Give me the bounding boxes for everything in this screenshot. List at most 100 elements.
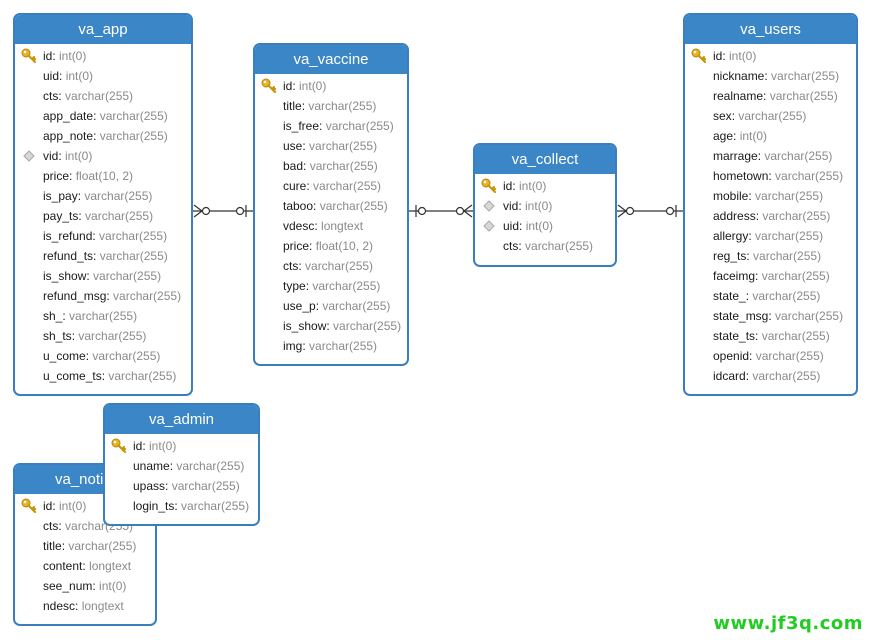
table-va-vaccine[interactable]: va_vaccine id: int(0)title: varchar(255)… xyxy=(253,43,409,366)
field-row[interactable]: uid: int(0) xyxy=(15,66,191,86)
field-row[interactable]: see_num: int(0) xyxy=(15,576,155,596)
field-separator: : xyxy=(748,229,756,243)
field-row[interactable]: cure: varchar(255) xyxy=(255,176,407,196)
field-name: login_ts xyxy=(133,499,175,513)
field-row[interactable]: faceimg: varchar(255) xyxy=(685,266,856,286)
field-row[interactable]: is_free: varchar(255) xyxy=(255,116,407,136)
field-separator: : xyxy=(768,169,776,183)
field-row[interactable]: sh_: varchar(255) xyxy=(15,306,191,326)
field-row[interactable]: address: varchar(255) xyxy=(685,206,856,226)
field-row[interactable]: state_msg: varchar(255) xyxy=(685,306,856,326)
field-row[interactable]: id: int(0) xyxy=(15,496,155,516)
field-row[interactable]: sex: varchar(255) xyxy=(685,106,856,126)
field-row[interactable]: refund_ts: varchar(255) xyxy=(15,246,191,266)
field-name: allergy xyxy=(713,229,749,243)
table-va-collect[interactable]: va_collect id: int(0)vid: int(0)uid: int… xyxy=(473,143,617,267)
field-row[interactable]: bad: varchar(255) xyxy=(255,156,407,176)
field-row[interactable]: title: varchar(255) xyxy=(255,96,407,116)
field-separator: : xyxy=(92,579,100,593)
field-row[interactable]: app_date: varchar(255) xyxy=(15,106,191,126)
table-title: va_admin xyxy=(105,405,258,434)
field-row[interactable]: use: varchar(255) xyxy=(255,136,407,156)
table-va-notice[interactable]: va_noti id: int(0)cts: varchar(255)title… xyxy=(13,463,157,626)
field-row[interactable]: app_note: varchar(255) xyxy=(15,126,191,146)
field-type: varchar(255) xyxy=(325,119,394,133)
field-separator: : xyxy=(78,209,86,223)
field-row[interactable]: idcard: varchar(255) xyxy=(685,366,856,386)
field-row[interactable]: login_ts: varchar(255) xyxy=(105,496,258,516)
table-va-app[interactable]: va_app id: int(0)uid: int(0)cts: varchar… xyxy=(13,13,193,396)
field-row[interactable]: state_ts: varchar(255) xyxy=(685,326,856,346)
field-row[interactable]: use_p: varchar(255) xyxy=(255,296,407,316)
field-type: varchar(255) xyxy=(313,179,382,193)
field-row[interactable]: vid: int(0) xyxy=(15,146,191,166)
field-row[interactable]: cts: varchar(255) xyxy=(15,86,191,106)
field-row[interactable]: title: varchar(255) xyxy=(15,536,155,556)
field-separator: : xyxy=(519,219,526,233)
field-type: varchar(255) xyxy=(108,369,177,383)
field-row[interactable]: realname: varchar(255) xyxy=(685,86,856,106)
field-row[interactable]: vid: int(0) xyxy=(475,196,615,216)
field-type: varchar(255) xyxy=(92,349,161,363)
field-name: faceimg xyxy=(713,269,756,283)
field-name: state_msg xyxy=(713,309,769,323)
field-row[interactable]: vdesc: longtext xyxy=(255,216,407,236)
field-row[interactable]: refund_msg: varchar(255) xyxy=(15,286,191,306)
one-marker xyxy=(235,205,247,217)
field-row[interactable]: uname: varchar(255) xyxy=(105,456,258,476)
field-row[interactable]: sh_ts: varchar(255) xyxy=(15,326,191,346)
field-separator: : xyxy=(326,319,334,333)
field-separator: : xyxy=(313,199,320,213)
field-row[interactable]: is_show: varchar(255) xyxy=(15,266,191,286)
field-row[interactable]: allergy: varchar(255) xyxy=(685,226,856,246)
field-type: varchar(255) xyxy=(99,129,168,143)
field-row[interactable]: cts: varchar(255) xyxy=(475,236,615,256)
field-type: int(0) xyxy=(299,79,327,93)
field-row[interactable]: is_refund: varchar(255) xyxy=(15,226,191,246)
field-separator: : xyxy=(745,369,753,383)
field-row[interactable]: id: int(0) xyxy=(255,76,407,96)
field-row[interactable]: u_come: varchar(255) xyxy=(15,346,191,366)
field-separator: : xyxy=(315,299,323,313)
field-row[interactable]: price: float(10, 2) xyxy=(255,236,407,256)
field-row[interactable]: reg_ts: varchar(255) xyxy=(685,246,856,266)
field-row[interactable]: ndesc: longtext xyxy=(15,596,155,616)
field-type: varchar(255) xyxy=(525,239,594,253)
field-name: title xyxy=(43,539,62,553)
field-row[interactable]: type: varchar(255) xyxy=(255,276,407,296)
field-row[interactable]: age: int(0) xyxy=(685,126,856,146)
table-va-users[interactable]: va_users id: int(0)nickname: varchar(255… xyxy=(683,13,858,396)
field-separator: : xyxy=(52,49,60,63)
field-name: address xyxy=(713,209,756,223)
field-row[interactable]: state_: varchar(255) xyxy=(685,286,856,306)
field-row[interactable]: uid: int(0) xyxy=(475,216,615,236)
field-separator: : xyxy=(763,89,770,103)
field-separator: : xyxy=(292,79,300,93)
field-type: varchar(255) xyxy=(93,269,162,283)
field-row[interactable]: id: int(0) xyxy=(475,176,615,196)
field-row[interactable]: img: varchar(255) xyxy=(255,336,407,356)
field-row[interactable]: u_come_ts: varchar(255) xyxy=(15,366,191,386)
field-name: uid xyxy=(503,219,520,233)
field-separator: : xyxy=(62,309,70,323)
field-row[interactable]: is_show: varchar(255) xyxy=(255,316,407,336)
field-row[interactable]: id: int(0) xyxy=(685,46,856,66)
field-row[interactable]: upass: varchar(255) xyxy=(105,476,258,496)
field-row[interactable]: is_pay: varchar(255) xyxy=(15,186,191,206)
field-row[interactable]: nickname: varchar(255) xyxy=(685,66,856,86)
field-row[interactable]: hometown: varchar(255) xyxy=(685,166,856,186)
field-name: pay_ts xyxy=(43,209,79,223)
field-row[interactable]: price: float(10, 2) xyxy=(15,166,191,186)
table-va-admin[interactable]: va_admin id: int(0)uname: varchar(255)up… xyxy=(103,403,260,526)
field-row[interactable]: id: int(0) xyxy=(105,436,258,456)
field-row[interactable]: taboo: varchar(255) xyxy=(255,196,407,216)
field-row[interactable]: cts: varchar(255) xyxy=(255,256,407,276)
field-row[interactable]: id: int(0) xyxy=(15,46,191,66)
field-row[interactable]: pay_ts: varchar(255) xyxy=(15,206,191,226)
field-row[interactable]: openid: varchar(255) xyxy=(685,346,856,366)
field-row[interactable]: content: longtext xyxy=(15,556,155,576)
field-row[interactable]: mobile: varchar(255) xyxy=(685,186,856,206)
field-row[interactable]: marrage: varchar(255) xyxy=(685,146,856,166)
field-separator: : xyxy=(755,269,762,283)
